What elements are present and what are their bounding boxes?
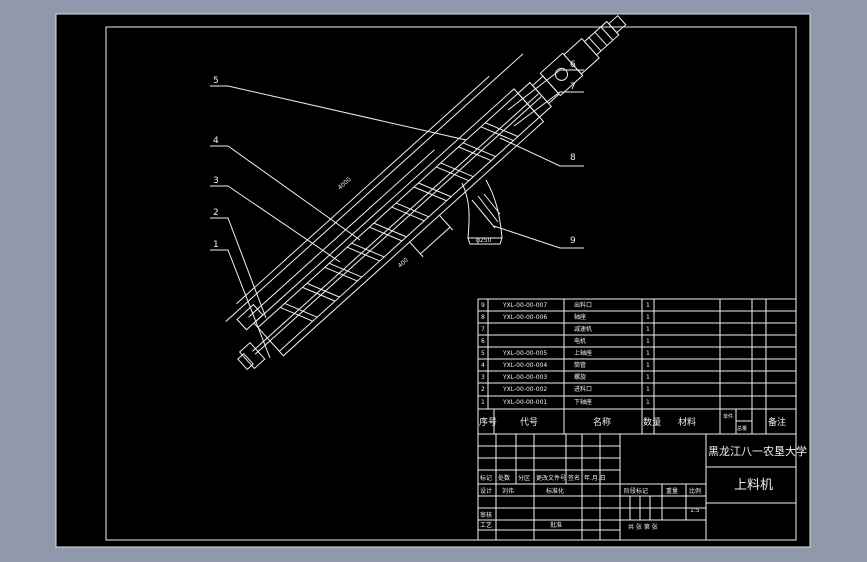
- dimension-outlet: φ250: [476, 237, 492, 244]
- header-material: 材料: [678, 416, 696, 428]
- parts-row: 3 YXL-00-00-003 螺旋 1: [481, 373, 650, 381]
- label-zone: 分区: [518, 474, 530, 482]
- part-qty: 1: [646, 362, 650, 369]
- part-no: 1: [481, 399, 485, 406]
- drawing-title: 上料机: [734, 478, 773, 493]
- designer-name: 刘伟: [502, 487, 514, 495]
- school-name: 黑龙江八一农垦大学: [708, 444, 807, 458]
- label-design: 设计: [480, 487, 492, 495]
- parts-row: 2 YXL-00-00-002 进料口 1: [481, 385, 650, 393]
- part-qty: 1: [646, 302, 650, 309]
- part-name: 轴座: [574, 313, 586, 321]
- header-remark: 备注: [768, 416, 786, 428]
- header-qty: 数量: [643, 416, 661, 428]
- part-no: 2: [481, 386, 485, 393]
- part-name: 上轴座: [574, 349, 592, 357]
- part-no: 9: [481, 302, 485, 309]
- scale-value: 1:5: [690, 507, 700, 514]
- label-process: 工艺: [480, 521, 492, 529]
- part-code: YXL-00-00-003: [502, 374, 547, 381]
- drawing-sheet: [55, 13, 811, 548]
- header-name: 名称: [593, 416, 611, 428]
- part-name: 螺旋: [574, 373, 586, 381]
- parts-row: 6 电机 1: [481, 337, 650, 345]
- leader-lines: [210, 69, 584, 359]
- callout-5: 5: [213, 76, 219, 86]
- parts-row: 5 YXL-00-00-005 上轴座 1: [481, 349, 650, 357]
- header-code: 代号: [520, 417, 538, 428]
- part-no: 4: [481, 362, 485, 369]
- parts-rows: 9 YXL-00-00-007 出料口 1 8 YXL-00-00-006 轴座…: [481, 301, 650, 406]
- part-qty: 1: [646, 399, 650, 406]
- callout-6: 6: [570, 60, 576, 70]
- part-name: 下轴座: [574, 398, 592, 406]
- part-name: 筒管: [574, 361, 586, 369]
- label-mark: 标记: [480, 474, 492, 482]
- label-approve: 批准: [550, 521, 562, 529]
- callout-2: 2: [213, 208, 219, 218]
- part-qty: 1: [646, 326, 650, 333]
- callout-9: 9: [570, 236, 576, 246]
- screw-conveyor: [225, 14, 627, 371]
- label-stage-mark: 阶段标记: [624, 487, 648, 495]
- header-no: 序号: [479, 416, 497, 428]
- label-change-doc: 更改文件号: [536, 474, 566, 482]
- label-signature: 签名: [568, 474, 580, 482]
- part-name: 减速机: [574, 325, 592, 333]
- part-qty: 1: [646, 338, 650, 345]
- parts-row: 1 YXL-00-00-001 下轴座 1: [481, 398, 650, 406]
- part-code: YXL-00-00-007: [502, 302, 547, 309]
- label-review: 审核: [480, 511, 492, 519]
- callout-7: 7: [570, 82, 576, 92]
- part-code: YXL-00-00-002: [502, 386, 547, 393]
- parts-row: 7 减速机 1: [481, 325, 650, 333]
- header-unit-weight: 单件: [723, 413, 733, 420]
- callout-8: 8: [570, 153, 576, 163]
- part-code: YXL-00-00-006: [502, 314, 547, 321]
- part-no: 7: [481, 326, 485, 333]
- label-weight: 重量: [666, 487, 678, 495]
- label-scale: 比例: [689, 487, 701, 495]
- part-name: 电机: [574, 337, 586, 345]
- label-count: 处数: [498, 474, 510, 482]
- part-no: 6: [481, 338, 485, 345]
- part-no: 3: [481, 374, 485, 381]
- callout-1: 1: [213, 240, 219, 250]
- label-sheets: 共 张 第 张: [628, 523, 658, 531]
- part-code: YXL-00-00-004: [502, 362, 547, 369]
- title-block: [477, 433, 797, 541]
- part-no: 5: [481, 350, 485, 357]
- drawing-inner-border: [105, 26, 797, 541]
- callout-3: 3: [213, 176, 219, 186]
- part-name: 进料口: [574, 385, 592, 393]
- part-qty: 1: [646, 386, 650, 393]
- part-name: 出料口: [574, 301, 592, 309]
- part-no: 8: [481, 314, 485, 321]
- part-qty: 1: [646, 374, 650, 381]
- part-code: YXL-00-00-001: [502, 399, 547, 406]
- label-date: 年.月.日: [584, 474, 606, 482]
- part-code: YXL-00-00-005: [502, 350, 547, 357]
- part-qty: 1: [646, 314, 650, 321]
- discharge-outlet: [461, 179, 503, 245]
- header-total-weight: 总量: [737, 425, 747, 432]
- parts-row: 4 YXL-00-00-004 筒管 1: [481, 361, 650, 369]
- part-qty: 1: [646, 350, 650, 357]
- parts-row: 8 YXL-00-00-006 轴座 1: [481, 313, 650, 321]
- parts-row: 9 YXL-00-00-007 出料口 1: [481, 301, 650, 309]
- label-standardize: 标准化: [546, 487, 564, 495]
- callout-4: 4: [213, 136, 219, 146]
